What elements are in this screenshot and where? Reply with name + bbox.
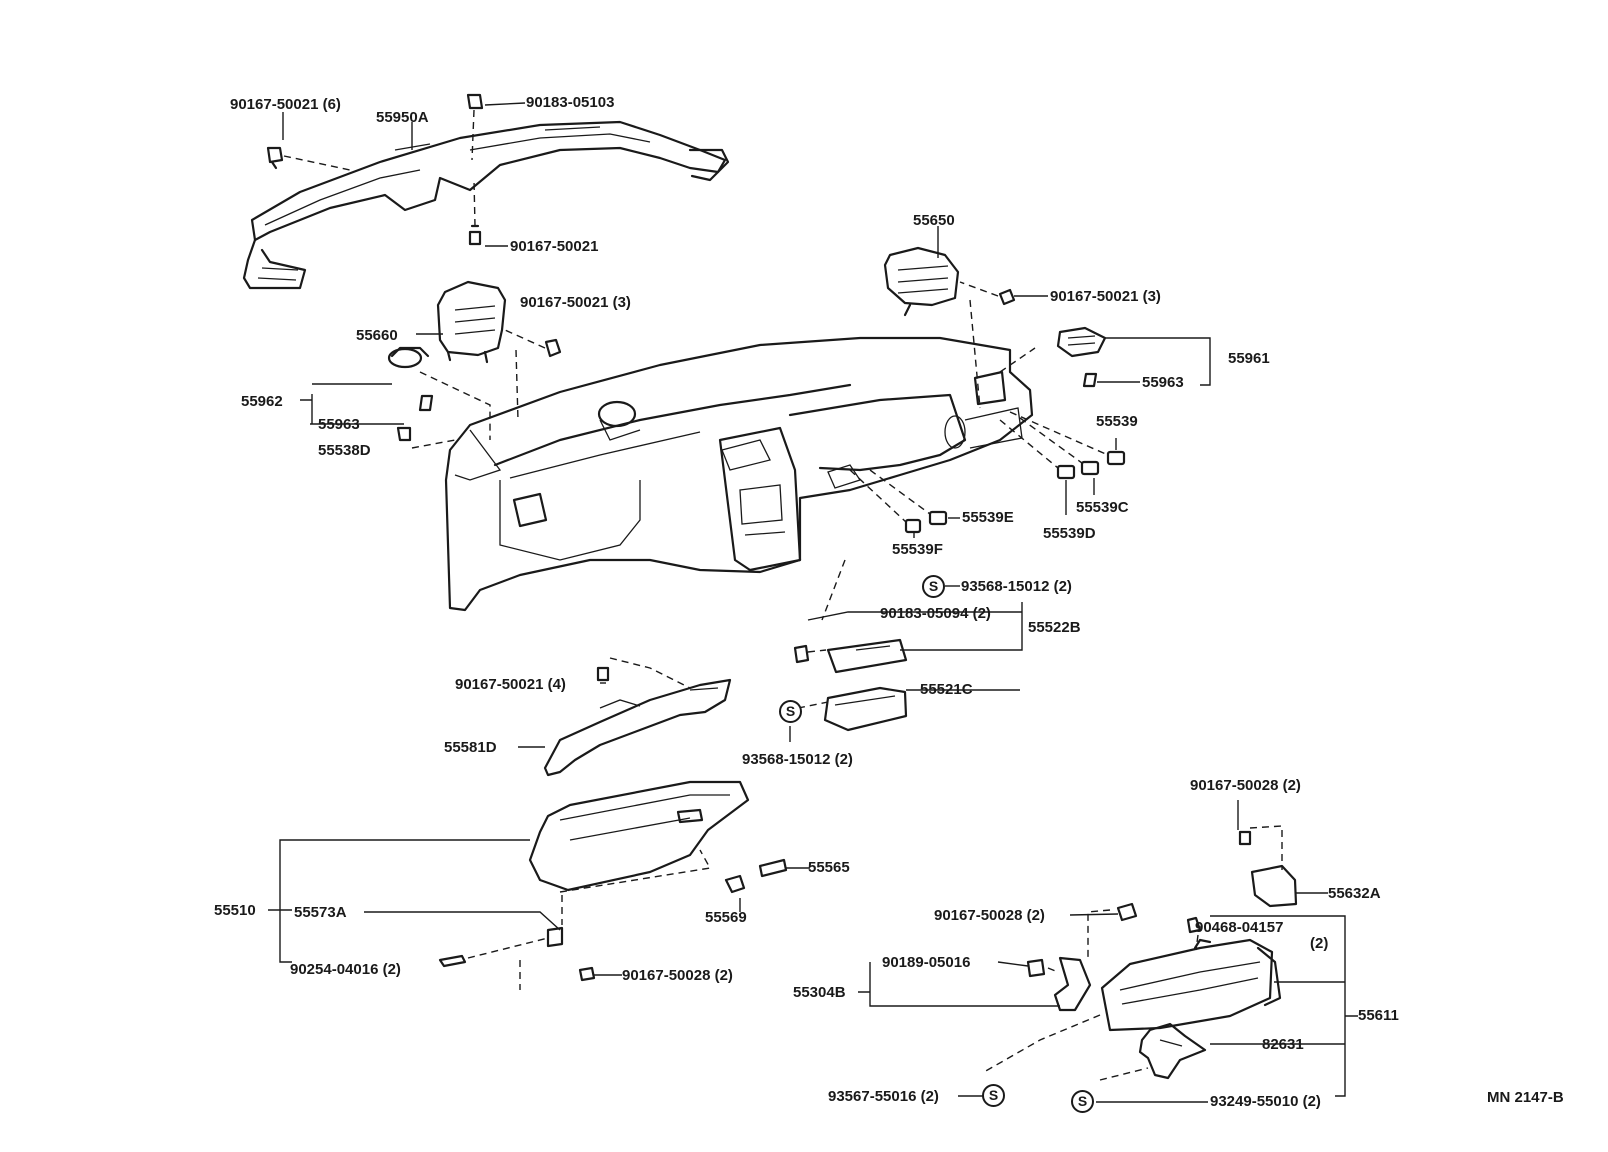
service-marker-s: S (779, 700, 802, 723)
label-55963-right: 55963 (1142, 374, 1184, 391)
label-90189-05016: 90189-05016 (882, 954, 971, 971)
label-90183-05103: 90183-05103 (526, 94, 615, 111)
label-93568-15012-2-top: 93568-15012 (2) (961, 578, 1072, 595)
lid-hinge-55632a (1238, 825, 1298, 908)
label-55650: 55650 (913, 212, 955, 229)
label-90167-50021-6: 90167-50021 (6) (230, 96, 341, 113)
glovebox-bracket-55581d (543, 657, 732, 777)
instrument-panel (444, 299, 1036, 612)
center-vent-55650 (883, 246, 960, 317)
leader-lines (268, 102, 1358, 1103)
glovebox-55510 (528, 780, 750, 925)
top-fasteners (266, 93, 484, 246)
label-55611: 55611 (1358, 1007, 1399, 1024)
label-90183-05094-2: 90183-05094 (2) (880, 605, 991, 622)
screw-55650 (998, 288, 1016, 306)
label-90167-50021-3-left: 90167-50021 (3) (520, 294, 631, 311)
label-90167-50028-2-mid: 90167-50028 (2) (934, 907, 1045, 924)
service-marker-s: S (922, 575, 945, 598)
clock-panel-55522b (793, 559, 908, 674)
label-55963-left: 55963 (318, 416, 360, 433)
label-55521c: 55521C (920, 681, 973, 698)
defroster-duct-55950a (242, 120, 730, 290)
label-55304b: 55304B (793, 984, 846, 1001)
switch-blanks (849, 411, 1126, 534)
bracket-55304b (983, 902, 1149, 1081)
label-55565: 55565 (808, 859, 850, 876)
label-55539e: 55539E (962, 509, 1014, 526)
label-55962: 55962 (241, 393, 283, 410)
label-55539d: 55539D (1043, 525, 1096, 542)
label-93568-15012-2-bottom: 93568-15012 (2) (742, 751, 853, 768)
label-55538d: 55538D (318, 442, 371, 459)
label-82631: 82631 (1262, 1036, 1304, 1053)
lid-assembly-55611 (1100, 916, 1282, 1032)
vent-ring-55962 (387, 346, 519, 449)
label-55539c: 55539C (1076, 499, 1129, 516)
label-90468-04157: 90468-04157 (1195, 919, 1284, 936)
catch-82631 (1138, 1022, 1207, 1080)
label-55573a: 55573A (294, 904, 347, 921)
service-marker-s: S (982, 1084, 1005, 1107)
side-register-55961 (1056, 326, 1107, 388)
label-90167-50021-4: 90167-50021 (4) (455, 676, 566, 693)
label-93249-55010-2: 93249-55010 (2) (1210, 1093, 1321, 1110)
label-55950a: 55950A (376, 109, 429, 126)
label-55539: 55539 (1096, 413, 1138, 430)
label-90468-04157-qty: (2) (1310, 935, 1329, 952)
label-55569: 55569 (705, 909, 747, 926)
glovebox-small-parts (438, 858, 788, 990)
label-55510: 55510 (214, 902, 256, 919)
label-93567-55016-2: 93567-55016 (2) (828, 1088, 939, 1105)
label-55660: 55660 (356, 327, 398, 344)
label-55961: 55961 (1228, 350, 1270, 367)
label-90167-50021: 90167-50021 (510, 238, 599, 255)
label-55632a: 55632A (1328, 885, 1381, 902)
label-55581d: 55581D (444, 739, 497, 756)
label-55539f: 55539F (892, 541, 943, 558)
service-marker-s: S (1071, 1090, 1094, 1113)
pocket-55521c (797, 686, 908, 732)
label-90167-50028-2-left: 90167-50028 (2) (622, 967, 733, 984)
label-55522b: 55522B (1028, 619, 1081, 636)
side-vent-55660 (436, 280, 507, 364)
label-90254-04016-2: 90254-04016 (2) (290, 961, 401, 978)
screw-55660 (544, 338, 562, 358)
diagram-code: MN 2147-B (1487, 1089, 1564, 1106)
label-90167-50028-2-top: 90167-50028 (2) (1190, 777, 1301, 794)
label-90167-50021-3-right: 90167-50021 (3) (1050, 288, 1161, 305)
